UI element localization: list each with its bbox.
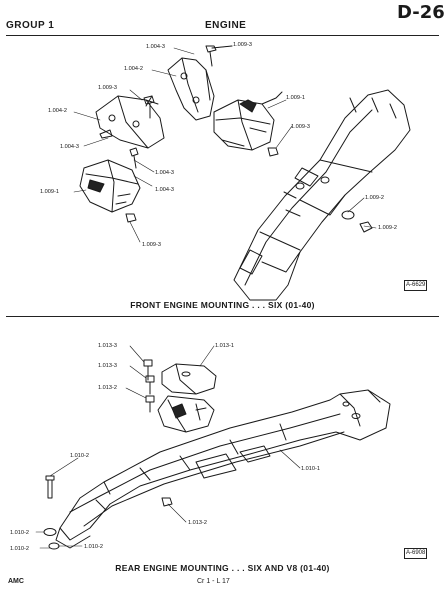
figure-caption-front: FRONT ENGINE MOUNTING . . . SIX (01-40) [130,300,315,310]
nut-right [267,147,279,157]
page-number: D-26 [397,2,445,23]
transmission-mount-insulator [157,363,217,433]
callout-label: 1.004-2 [48,108,67,114]
callout-label: 1.004-3 [60,144,79,150]
nut-rear [161,497,173,507]
front-leader-lines [73,45,377,243]
nut-lower [359,221,373,233]
callout-label: 1.013-1 [215,343,234,349]
callout-label: 1.010-2 [84,544,103,550]
footer-reference: Cr 1 - L 17 [197,578,230,585]
callout-label: 1.004-2 [124,66,143,72]
figure-caption-rear: REAR ENGINE MOUNTING . . . SIX AND V8 (0… [115,563,330,573]
callout-label: 1.009-1 [286,95,305,101]
callout-label: 1.009-2 [378,225,397,231]
callout-label: 1.010-2 [10,530,29,536]
callout-label: 1.010-2 [10,546,29,552]
rear-bolts [143,359,155,413]
callout-label: 1.013-3 [98,343,117,349]
callout-label: 1.009-1 [40,189,59,195]
callout-label: 1.010-2 [70,453,89,459]
stud-head [45,475,55,481]
nut-left [125,213,137,223]
callout-label: 1.004-3 [146,44,165,50]
callout-label: 1.010-1 [301,466,320,472]
callout-label: 1.009-2 [365,195,384,201]
callout-label: 1.009-3 [98,85,117,91]
header-divider [6,35,439,36]
engine-mount-cushion-right [213,91,283,151]
figure-id-front: A-6629 [404,280,428,291]
callout-label: 1.004-3 [155,170,174,176]
engine-mount-cushion-left [79,159,141,213]
callout-label: 1.009-3 [291,124,310,130]
engine-bracket-upper [167,57,215,121]
callout-label: 1.009-3 [233,42,252,48]
figure-id-rear: A-6908 [404,548,428,559]
figure-divider [6,316,439,317]
callout-label: 1.004-3 [155,187,174,193]
callout-label: 1.013-3 [98,363,117,369]
rear-crossmember [55,389,391,549]
callout-label: 1.009-3 [142,242,161,248]
section-title: ENGINE [205,20,247,31]
bolts-left [99,95,155,169]
engine-bracket-left [95,95,165,149]
front-frame-rail [233,89,411,301]
group-label: GROUP 1 [6,20,55,31]
washer [341,210,355,220]
footer-brand: AMC [8,578,24,585]
callout-label: 1.013-2 [98,385,117,391]
callout-label: 1.013-2 [188,520,207,526]
rear-leader-lines [35,345,301,549]
